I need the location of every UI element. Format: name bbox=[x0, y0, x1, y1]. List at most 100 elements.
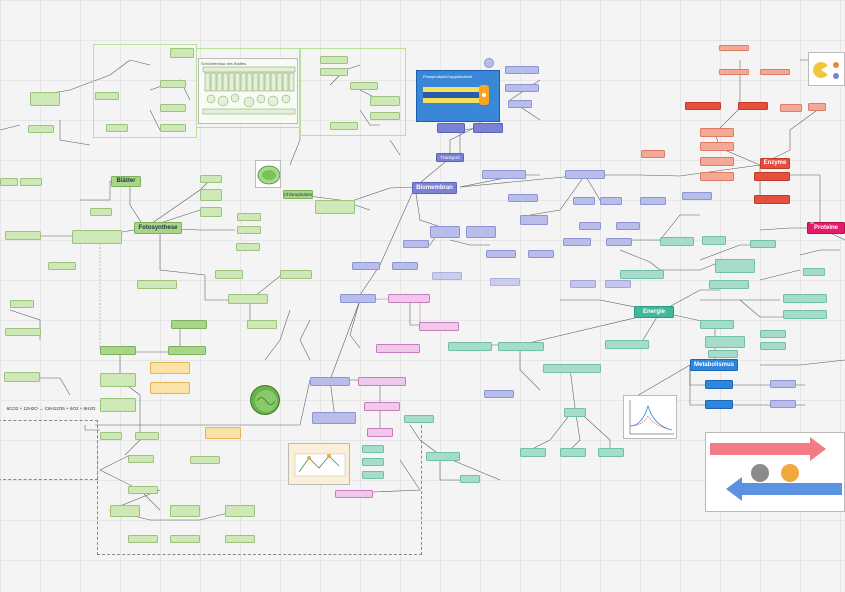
node-green-21[interactable] bbox=[5, 328, 41, 336]
node-red-6[interactable] bbox=[700, 172, 734, 181]
node-green-44[interactable] bbox=[135, 432, 159, 440]
node-blue-16[interactable] bbox=[579, 222, 601, 230]
node-energie[interactable]: Energie bbox=[634, 306, 674, 318]
node-yellow-3[interactable] bbox=[205, 427, 241, 439]
node-green-16[interactable] bbox=[168, 346, 206, 355]
node-teal-9[interactable] bbox=[783, 294, 827, 303]
node-green-38[interactable] bbox=[370, 96, 400, 106]
node-teal-12[interactable] bbox=[543, 364, 601, 373]
node-teal-13[interactable] bbox=[448, 342, 492, 351]
node-teal-3[interactable] bbox=[660, 237, 694, 246]
node-blue-10[interactable] bbox=[466, 226, 496, 238]
node-teal-21[interactable] bbox=[362, 445, 384, 453]
node-blaetter[interactable]: Blätter bbox=[111, 176, 141, 187]
node-faint-3[interactable] bbox=[490, 278, 520, 286]
node-red-1[interactable] bbox=[685, 102, 721, 110]
node-blue-20[interactable] bbox=[340, 294, 376, 303]
node-chloroplasten[interactable]: Chloroplasten bbox=[283, 190, 313, 199]
node-transport[interactable]: Transport bbox=[436, 153, 464, 162]
node-info-3[interactable] bbox=[770, 380, 796, 388]
node-teal-1[interactable] bbox=[620, 270, 664, 279]
node-teal-28[interactable] bbox=[803, 268, 825, 276]
node-green-26[interactable] bbox=[90, 208, 112, 216]
node-green-40[interactable] bbox=[330, 122, 358, 130]
node-red-14[interactable] bbox=[808, 103, 826, 111]
node-green-3[interactable] bbox=[200, 175, 222, 183]
node-green-19[interactable] bbox=[100, 398, 136, 412]
node-green-48[interactable] bbox=[128, 535, 158, 543]
node-teal-4[interactable] bbox=[702, 236, 726, 245]
node-green-6[interactable] bbox=[237, 213, 261, 221]
node-teal-11[interactable] bbox=[605, 340, 649, 349]
node-red-10[interactable] bbox=[780, 104, 802, 112]
node-blue-22[interactable] bbox=[312, 412, 356, 424]
node-green-31[interactable] bbox=[160, 124, 186, 132]
node-phospholipid[interactable] bbox=[437, 123, 465, 133]
node-green-46[interactable] bbox=[170, 505, 200, 517]
node-yellow-2[interactable] bbox=[150, 382, 190, 394]
mitochondria-image[interactable] bbox=[250, 385, 280, 415]
node-green-7[interactable] bbox=[237, 226, 261, 234]
node-purple-3[interactable] bbox=[376, 344, 420, 353]
node-red-12[interactable] bbox=[719, 69, 749, 75]
node-green-5[interactable] bbox=[200, 207, 222, 217]
node-green-24[interactable] bbox=[0, 178, 18, 186]
node-teal-17[interactable] bbox=[560, 448, 586, 457]
node-blue-12[interactable] bbox=[486, 250, 516, 258]
node-red-4[interactable] bbox=[700, 142, 734, 151]
node-purple-2[interactable] bbox=[419, 322, 459, 331]
node-red-13[interactable] bbox=[760, 69, 790, 75]
chloroplast-image[interactable] bbox=[255, 160, 281, 188]
leaf-cross-section-image[interactable]: Schichtenbau des Blattes bbox=[198, 58, 298, 124]
node-yellow-1[interactable] bbox=[150, 362, 190, 374]
node-red-8[interactable] bbox=[754, 172, 790, 181]
node-fotosynthese[interactable]: Fotosynthese bbox=[134, 222, 182, 234]
node-green-49[interactable] bbox=[170, 535, 200, 543]
node-red-5[interactable] bbox=[700, 157, 734, 166]
node-red-3[interactable] bbox=[700, 128, 734, 137]
node-purple-5[interactable] bbox=[364, 402, 400, 411]
node-blue-23[interactable] bbox=[484, 390, 514, 398]
node-blue-19[interactable] bbox=[392, 262, 418, 270]
node-green-36[interactable] bbox=[320, 68, 348, 76]
node-green-17[interactable] bbox=[100, 346, 136, 355]
node-teal-14[interactable] bbox=[498, 342, 544, 351]
node-green-41[interactable] bbox=[128, 486, 158, 494]
node-green-34[interactable] bbox=[30, 92, 60, 106]
node-purple-1[interactable] bbox=[388, 294, 430, 303]
node-blue-13[interactable] bbox=[528, 250, 554, 258]
node-blue-26[interactable] bbox=[508, 100, 532, 108]
enzyme-image[interactable] bbox=[808, 52, 845, 86]
node-teal-24[interactable] bbox=[404, 415, 434, 423]
node-red-7[interactable] bbox=[641, 150, 665, 158]
node-green-25[interactable] bbox=[20, 178, 42, 186]
node-green-51[interactable] bbox=[190, 456, 220, 464]
node-biomembran[interactable]: Biomembran bbox=[412, 182, 457, 194]
node-green-23[interactable] bbox=[10, 300, 34, 308]
node-green-9[interactable] bbox=[315, 200, 355, 214]
node-green-33[interactable] bbox=[28, 125, 54, 133]
node-red-2[interactable] bbox=[738, 102, 768, 110]
node-teal-7[interactable] bbox=[705, 336, 745, 348]
node-green-29[interactable] bbox=[160, 80, 186, 88]
node-blue-5[interactable] bbox=[600, 197, 622, 205]
node-teal-20[interactable] bbox=[460, 475, 480, 483]
node-teal-15[interactable] bbox=[564, 408, 586, 417]
node-green-47[interactable] bbox=[225, 505, 255, 517]
node-green-8[interactable] bbox=[236, 243, 260, 251]
node-green-30[interactable] bbox=[160, 104, 186, 112]
node-teal-27[interactable] bbox=[760, 342, 786, 350]
node-green-10[interactable] bbox=[215, 270, 243, 279]
node-green-32[interactable] bbox=[106, 124, 128, 132]
node-red-11[interactable] bbox=[719, 45, 749, 51]
node-teal-16[interactable] bbox=[520, 448, 546, 457]
node-teal-25[interactable] bbox=[750, 240, 776, 248]
node-teal-8[interactable] bbox=[708, 350, 738, 358]
node-green-27[interactable] bbox=[95, 92, 119, 100]
node-blue-21[interactable] bbox=[310, 377, 350, 386]
node-teal-22[interactable] bbox=[362, 458, 384, 466]
node-teal-18[interactable] bbox=[598, 448, 624, 457]
node-purple-6[interactable] bbox=[367, 428, 393, 437]
node-green-28[interactable] bbox=[170, 48, 194, 58]
node-blue-9[interactable] bbox=[430, 226, 460, 238]
